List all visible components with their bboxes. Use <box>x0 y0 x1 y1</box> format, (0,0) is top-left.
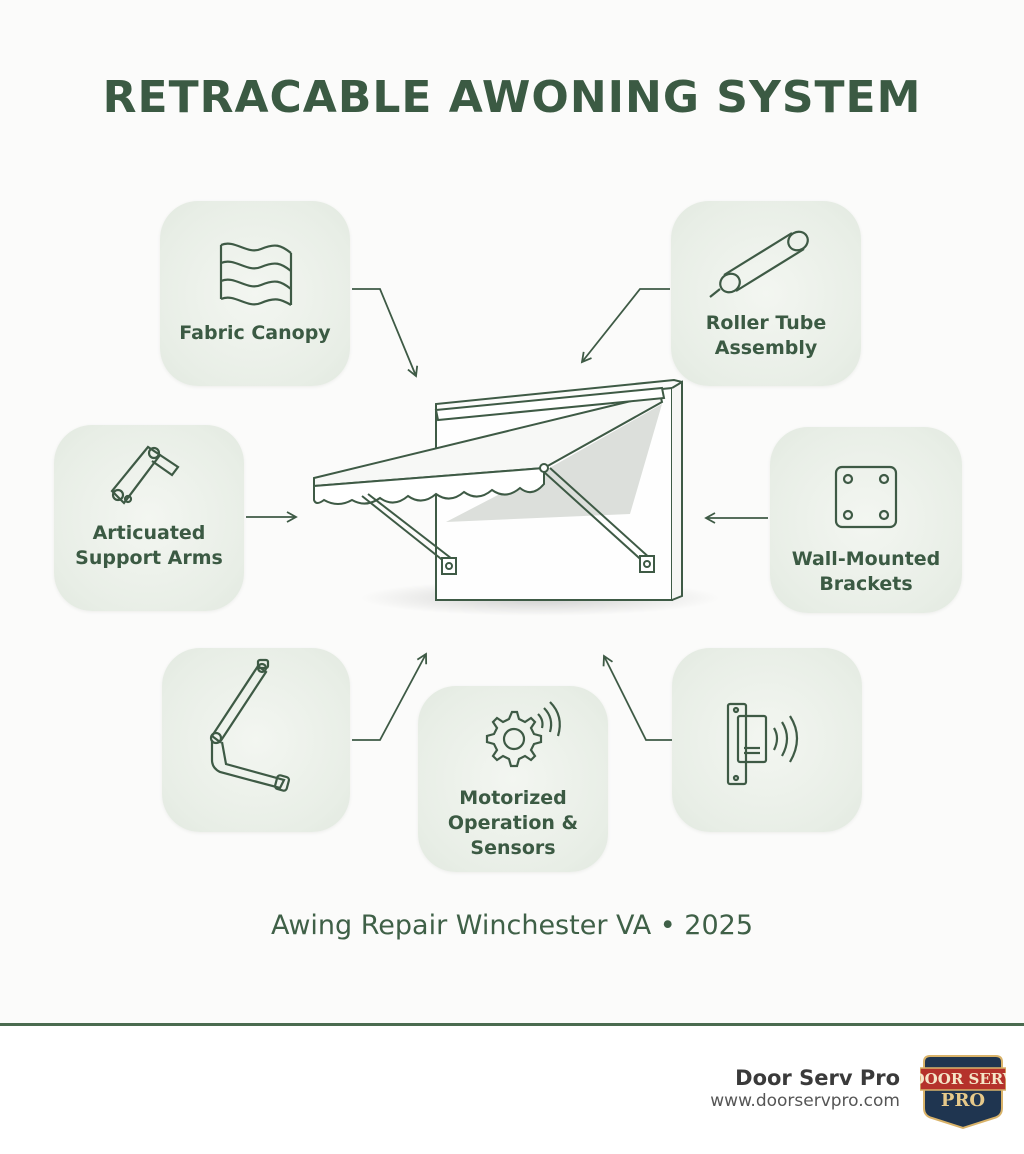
card-support-arms: Articuated Support Arms <box>54 425 244 611</box>
logo-text-2: PRO <box>941 1090 985 1111</box>
brackets-label: Wall-Mounted Brackets <box>770 547 962 597</box>
roller-tube-label: Roller Tube Assembly <box>671 311 861 361</box>
card-roller-tube: Roller Tube Assembly <box>671 201 861 386</box>
card-wall-brackets: Wall-Mounted Brackets <box>770 427 962 613</box>
wall-sensor-icon <box>726 702 799 786</box>
caption: Awing Repair Winchester VA • 2025 <box>270 910 754 941</box>
card-sensor <box>672 648 862 832</box>
card-fabric-canopy: Fabric Canopy <box>160 201 350 386</box>
brand-url[interactable]: www.doorservpro.com <box>710 1091 900 1111</box>
wavy-fabric-icon <box>219 242 293 306</box>
bracket-plate-icon <box>834 465 898 529</box>
roller-tube-icon <box>709 230 809 298</box>
arrow-arm-joint <box>352 652 428 741</box>
motorized-label-line3: Sensors <box>470 837 556 859</box>
card-motorized: Motorized Operation & Sensors <box>418 686 608 872</box>
footer-divider <box>0 1023 1024 1026</box>
roller-tube-label-line1: Roller Tube <box>705 312 827 334</box>
support-arms-label-line2: Support Arms <box>75 547 223 569</box>
logo-text-1: DOOR SERV <box>920 1070 1006 1088</box>
page-title: RETRACABLE AWONING SYSTEM <box>102 72 922 123</box>
articulated-arm-icon <box>110 445 180 505</box>
footer-band <box>0 1026 1024 1154</box>
brand-logo: DOOR SERV PRO <box>920 1055 1006 1130</box>
brackets-label-line1: Wall-Mounted <box>791 548 941 570</box>
support-arms-label-line1: Articuated <box>92 522 206 544</box>
support-arms-label: Articuated Support Arms <box>54 521 244 571</box>
motorized-label-line1: Motorized <box>459 787 567 809</box>
fabric-canopy-label: Fabric Canopy <box>179 322 331 344</box>
awning-canopy <box>313 386 666 505</box>
roller-tube-label-line2: Assembly <box>714 337 818 359</box>
arrow-sensor <box>602 654 672 741</box>
connector-arrows <box>246 288 768 741</box>
motorized-label: Motorized Operation & Sensors <box>418 786 608 861</box>
brackets-label-line2: Brackets <box>819 573 913 595</box>
arrow-fabric-canopy <box>352 288 419 378</box>
awning-arms <box>361 467 655 575</box>
arrow-roller-tube <box>580 288 670 364</box>
canopy-shadow <box>446 404 662 522</box>
card-arm-joint <box>162 648 350 832</box>
brand-name: Door Serv Pro <box>735 1066 900 1090</box>
gear-wireless-icon <box>485 701 561 768</box>
folding-arm-icon <box>209 658 291 792</box>
motorized-label-line2: Operation & <box>447 812 579 834</box>
